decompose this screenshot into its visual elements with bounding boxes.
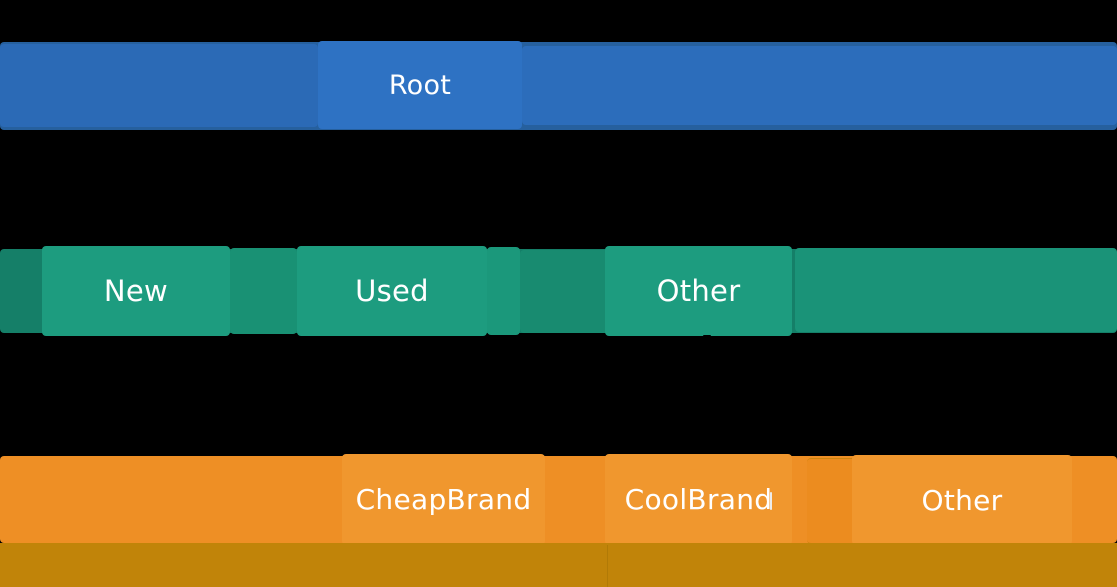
node-used-label: Used [355, 274, 429, 308]
condition-row-segment-2[interactable] [520, 250, 609, 333]
node-new-label: New [103, 274, 169, 308]
node-new[interactable]: New [42, 246, 230, 336]
node-cheapbrand-label: CheapBrand [355, 483, 532, 516]
node-cheapbrand[interactable]: CheapBrand [342, 454, 545, 545]
node-used[interactable]: Used [297, 246, 487, 336]
node-coolbrand-label: CoolBrand [624, 483, 773, 516]
condition-row-segment-3[interactable] [487, 247, 520, 335]
root-row-segment-left[interactable] [0, 44, 318, 127]
root-row-segment-right[interactable] [522, 46, 1117, 125]
node-other-condition[interactable]: Other [605, 246, 792, 336]
node-coolbrand[interactable]: CoolBrand [605, 454, 792, 545]
node-other-condition-label: Other [656, 274, 741, 308]
node-root[interactable]: Root [318, 41, 522, 129]
node-other-brand-label: Other [921, 483, 1003, 517]
condition-row-segment-1[interactable] [230, 248, 297, 334]
level4-strip-seam [607, 545, 608, 587]
node-other-brand[interactable]: Other [852, 455, 1072, 545]
level4-strip[interactable] [0, 543, 1117, 587]
render-notch-artifact [703, 335, 711, 341]
label-fragment-artifact [770, 492, 772, 510]
node-root-label: Root [388, 69, 452, 101]
condition-row-segment-right[interactable] [795, 248, 1117, 332]
